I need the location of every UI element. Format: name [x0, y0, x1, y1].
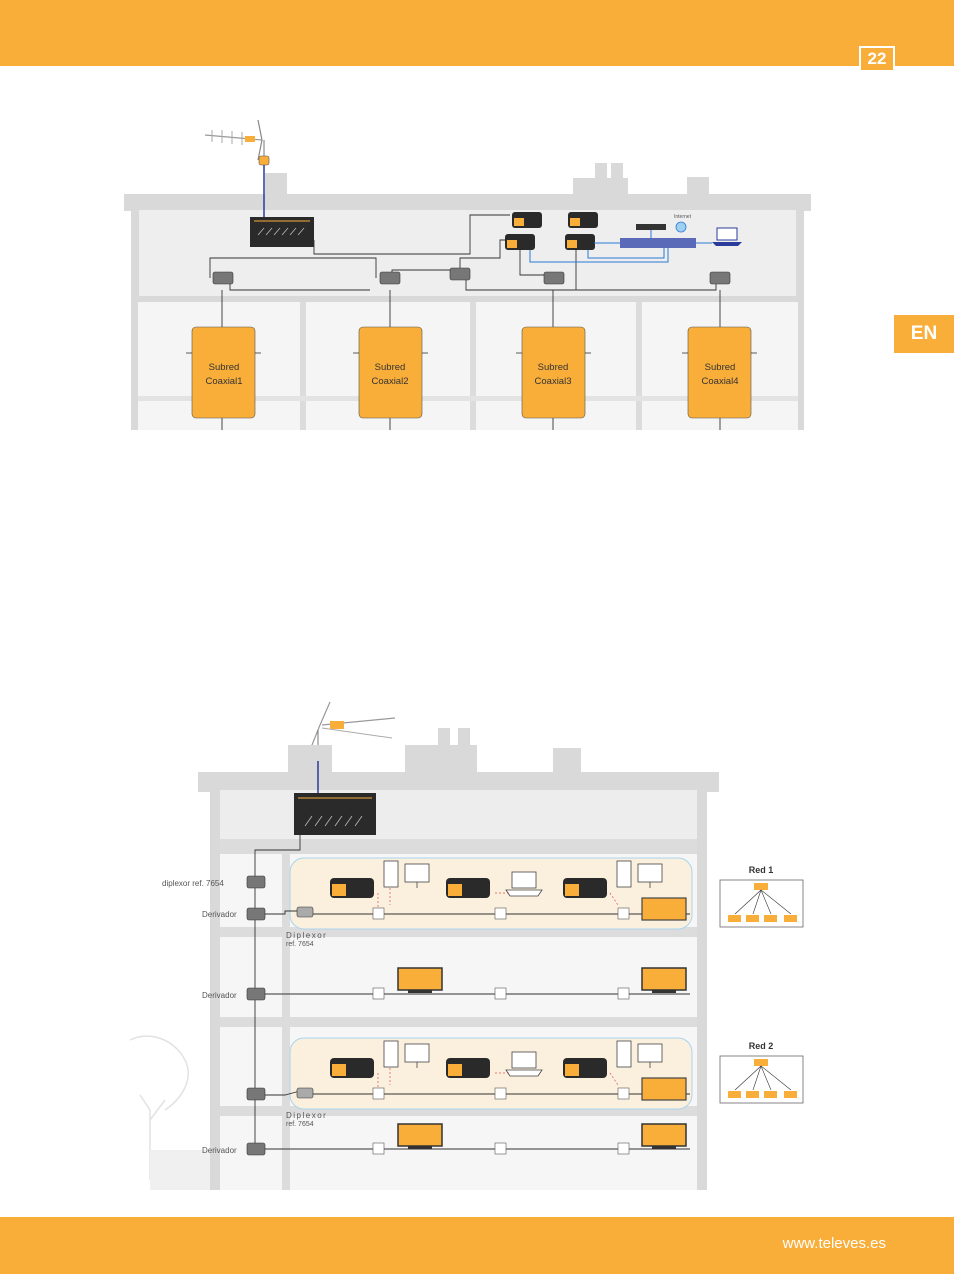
- diplexor-left-label: diplexor ref. 7654: [162, 879, 224, 888]
- diplexor-ref-1: ref. 7654: [286, 941, 314, 948]
- derivador-label-3: Derivador: [202, 1146, 237, 1155]
- diplexor-floor-label-2: Diplexor: [286, 1111, 327, 1120]
- website-link[interactable]: www.televes.es: [782, 1235, 886, 1252]
- network-switch-icon: [620, 224, 696, 248]
- laptop-icon: [505, 871, 543, 1077]
- derivador-label-1: Derivador: [202, 910, 237, 919]
- language-tab[interactable]: EN: [894, 315, 954, 353]
- footer-bar: [0, 1217, 954, 1274]
- antenna-icon: [204, 119, 270, 166]
- network-title-1: Red 1: [749, 865, 774, 875]
- header-bar: [0, 0, 954, 66]
- derivador-icon: [246, 875, 314, 1156]
- diplexor-ref-2: ref. 7654: [286, 1121, 314, 1128]
- internet-label: Internet: [674, 214, 692, 220]
- network-title-2: Red 2: [749, 1041, 774, 1051]
- plc-modem-icon: [505, 212, 598, 250]
- internet-globe-icon: [675, 221, 687, 233]
- plc-modem-icon: [330, 878, 607, 1078]
- laptop-icon: [712, 227, 742, 246]
- desktop-computer-icon: [383, 860, 663, 1068]
- diplexor-floor-label-1: Diplexor: [286, 931, 327, 940]
- subnet-box: [191, 326, 752, 419]
- derivador-label-2: Derivador: [202, 991, 237, 1000]
- tv-icon: [397, 897, 687, 1149]
- page-number: 22: [859, 46, 895, 72]
- network-tree-red1: Red 1: [719, 865, 804, 928]
- network-tree-red2: Red 2: [719, 1041, 804, 1104]
- antenna-icon: [309, 701, 396, 762]
